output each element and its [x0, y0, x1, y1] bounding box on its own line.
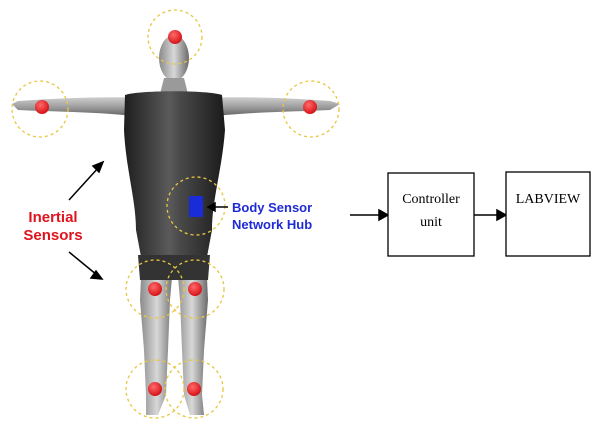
- hub-label-line1: Body Sensor: [232, 200, 312, 215]
- sensor-left-knee: [148, 282, 162, 296]
- sensor-head: [168, 30, 182, 44]
- inertial-arrow-down: [69, 252, 97, 275]
- controller-label-line1: Controller: [402, 192, 460, 207]
- sensor-right-knee: [188, 282, 202, 296]
- hub-to-controller-arrow: [350, 210, 388, 220]
- labview-label: LABVIEW: [516, 192, 581, 207]
- hub-label-line2: Network Hub: [232, 217, 312, 232]
- inertial-label-line2: Sensors: [23, 227, 82, 244]
- network-hub-marker: [189, 196, 203, 217]
- inertial-label-line1: Inertial: [28, 209, 77, 226]
- torso: [124, 91, 225, 262]
- controller-label-line2: unit: [420, 215, 442, 230]
- inertial-arrow-up: [69, 167, 99, 200]
- controller-to-labview-arrow: [474, 210, 506, 220]
- sensor-left-hand: [35, 100, 49, 114]
- labview-box: [506, 172, 590, 256]
- sensor-right-ankle: [187, 382, 201, 396]
- sensor-left-ankle: [148, 382, 162, 396]
- sensor-right-hand: [303, 100, 317, 114]
